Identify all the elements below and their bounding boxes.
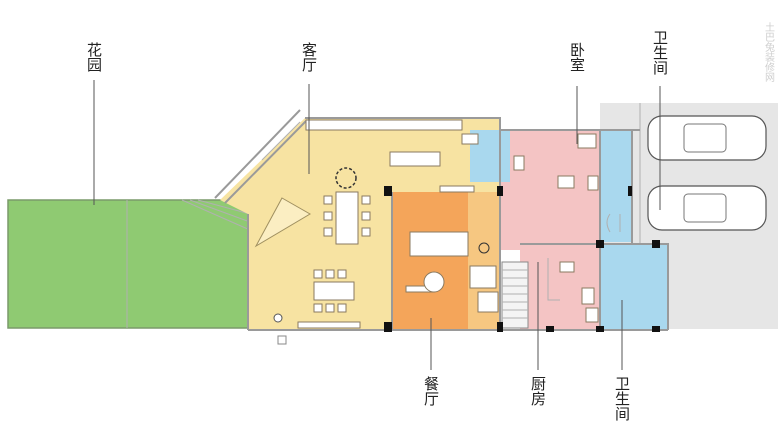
long-table (335, 191, 359, 245)
label-garden: 花园 (85, 42, 103, 72)
dining-table (313, 281, 355, 301)
label-bathroom-bottom: 卫生间 (613, 376, 631, 422)
label-bedroom: 卧室 (568, 42, 586, 72)
bathroom-bottom-area (600, 244, 668, 330)
car-bottom (647, 185, 767, 231)
sofa (409, 231, 469, 257)
watermark: 土巴兔装修网 (763, 21, 775, 83)
label-kitchen: 厨房 (529, 376, 547, 406)
label-living-room: 客厅 (300, 42, 318, 72)
triangle-feature (254, 197, 311, 248)
bathroom-top-area (600, 130, 632, 242)
garden-area (7, 199, 249, 329)
plant-icon (335, 167, 357, 189)
living-area (220, 118, 500, 330)
car-top (647, 115, 767, 161)
label-dining-room: 餐厅 (422, 376, 440, 406)
label-bathroom-top: 卫生间 (651, 30, 669, 76)
stairs (501, 261, 529, 329)
bedroom-area (500, 130, 600, 250)
